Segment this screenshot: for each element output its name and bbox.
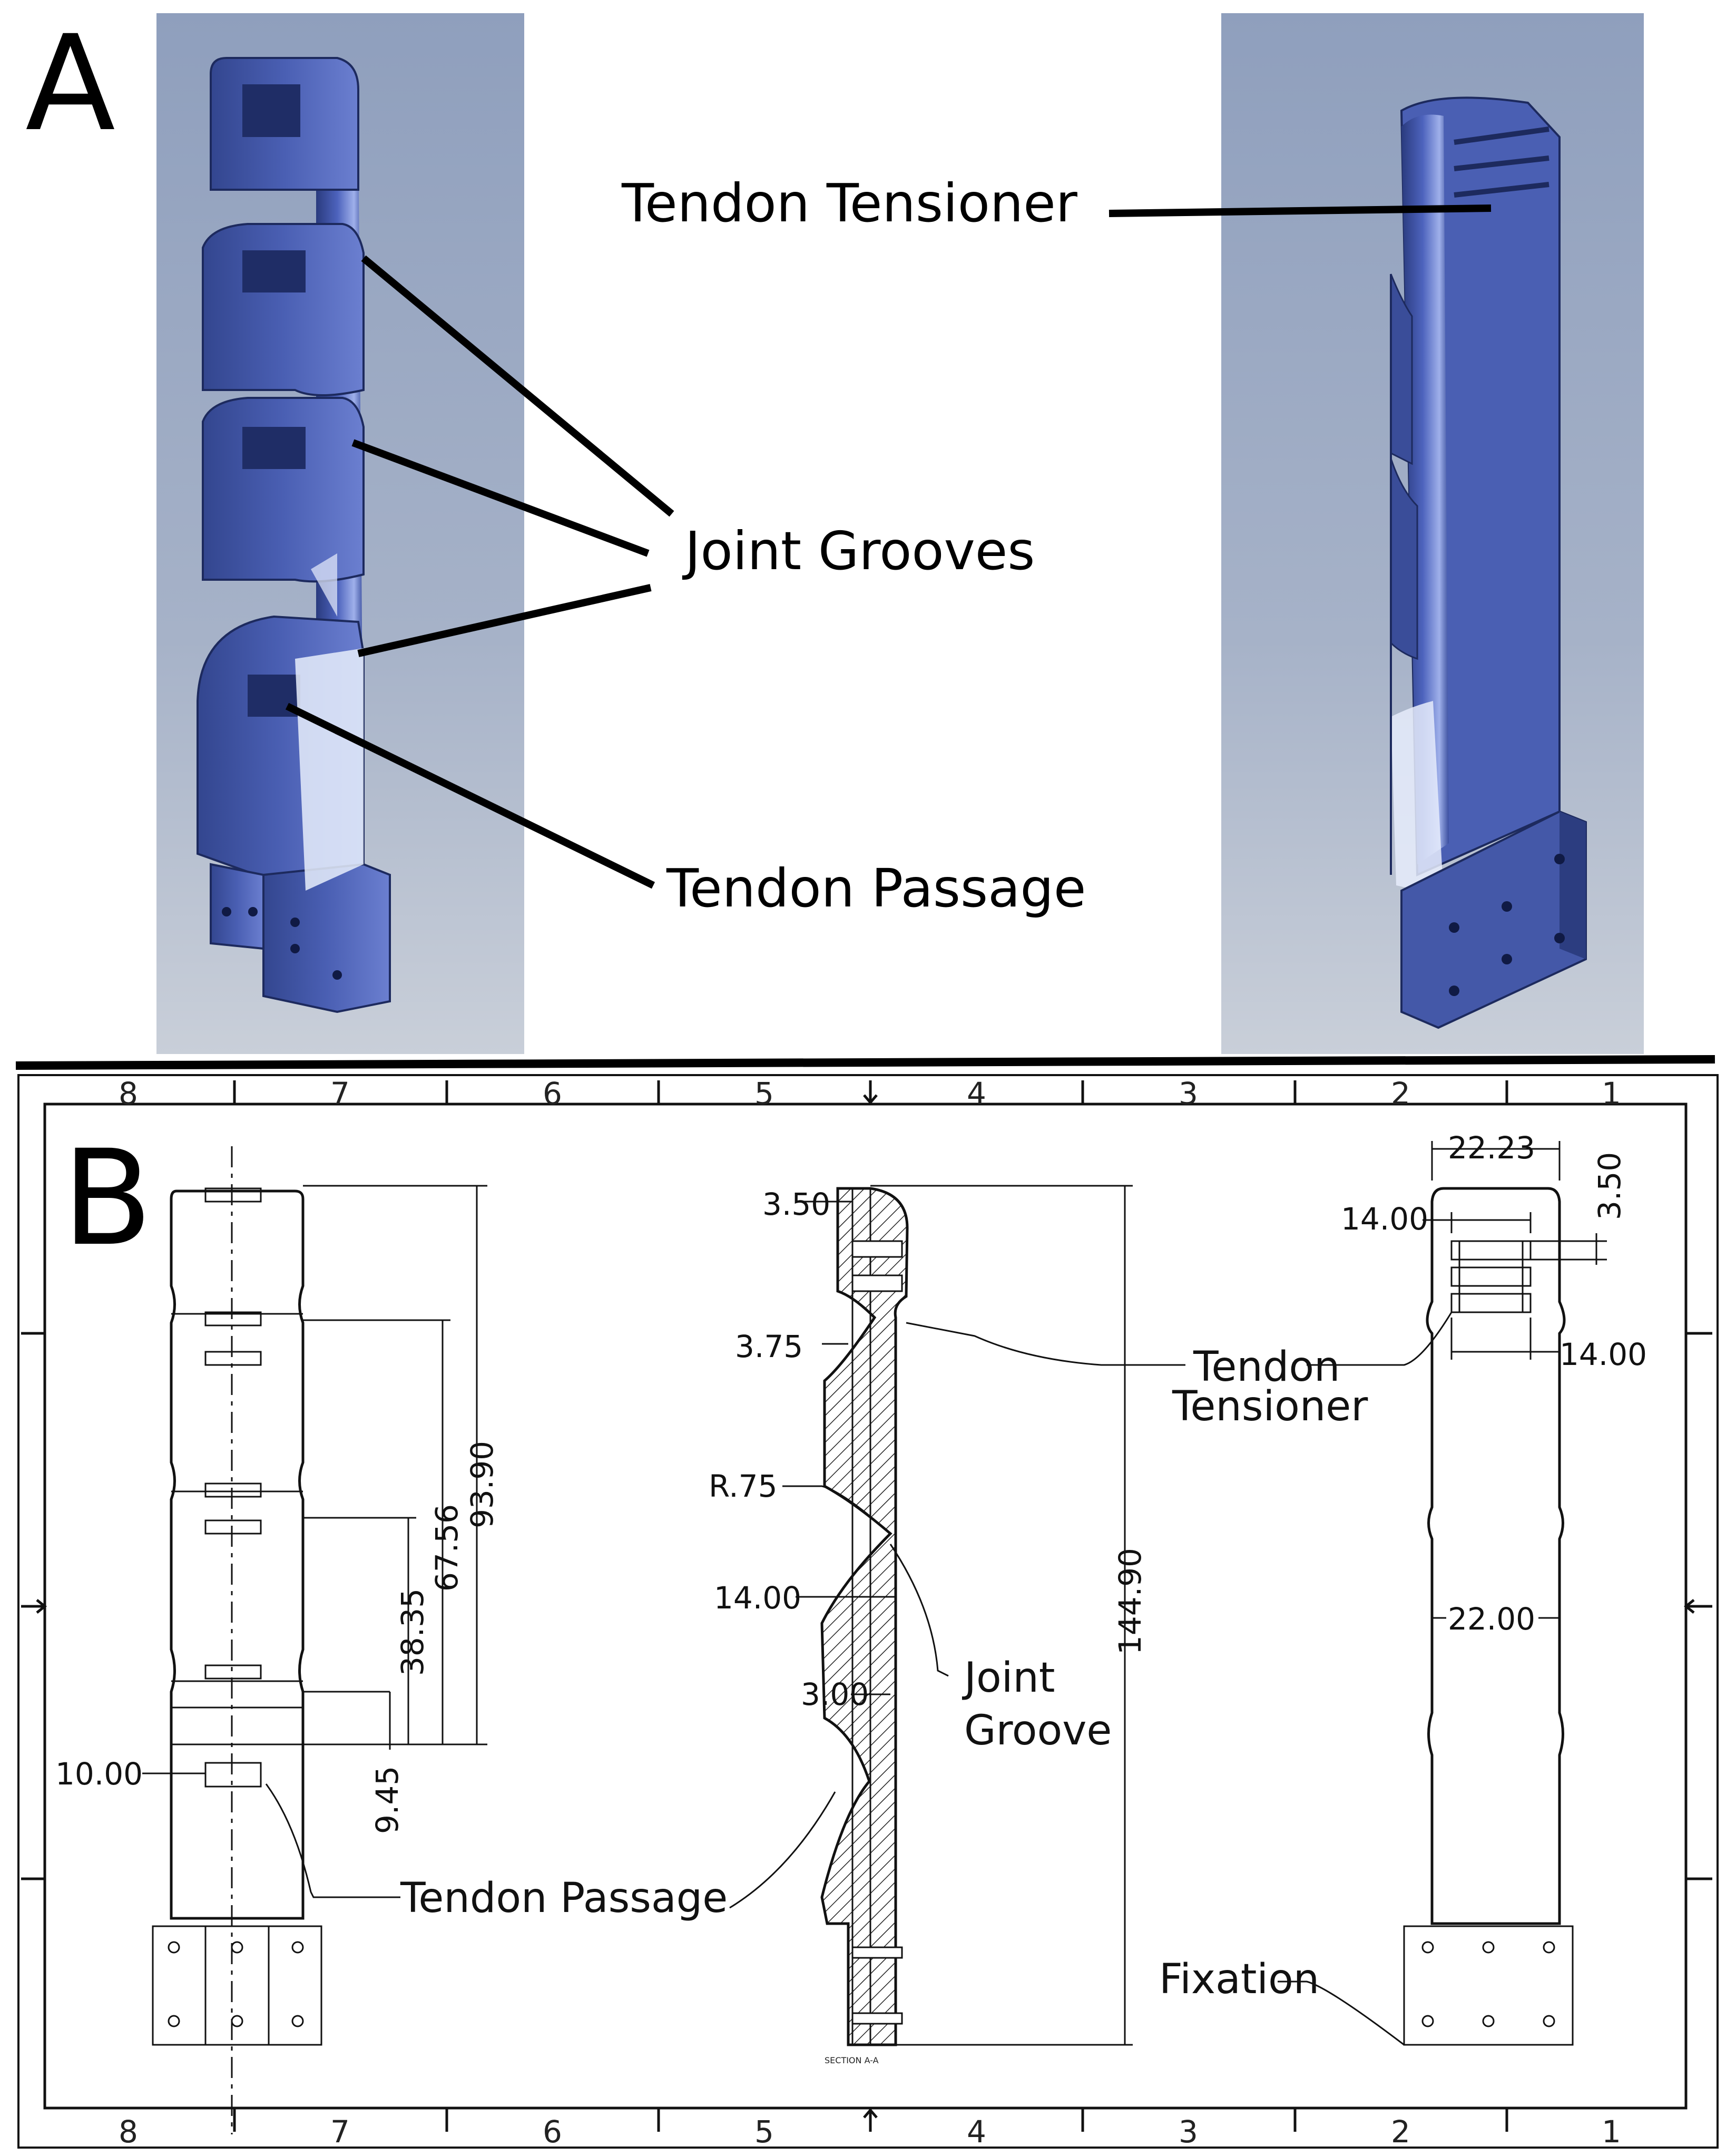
zone-number: 7 <box>330 2114 350 2150</box>
tendon-tensioner-drawing-callout-line2: Tensioner <box>1172 1383 1368 1430</box>
zone-number: 4 <box>967 1076 986 1111</box>
dim-total-length: 144.90 <box>1112 1548 1148 1655</box>
panel-divider <box>15 1055 1715 1070</box>
joint-groove-callout-line1: Joint <box>962 1654 1055 1702</box>
right-view-labels: 22.23 3.50 14.00 14.00 22.00 Tendon Tens… <box>1159 1130 1647 2003</box>
dim-top-wall: 3.50 <box>762 1186 830 1222</box>
zone-number: 7 <box>330 1076 350 1111</box>
zone-number: 8 <box>119 1076 138 1111</box>
fixation-callout: Fixation <box>1159 1956 1319 2003</box>
dim-groove-radius: R.75 <box>709 1468 777 1504</box>
dim-segment-depth: 14.00 <box>714 1580 801 1616</box>
section-view-labels: 3.50 3.75 R.75 14.00 3.00 144.90 Joint G… <box>709 1186 1148 2065</box>
drawing-outer-frame <box>17 1074 1719 2149</box>
zone-number: 8 <box>119 2114 138 2150</box>
zone-number: 2 <box>1391 2114 1410 2150</box>
zone-numbers-bottom: 8 7 6 5 4 3 2 1 <box>119 2114 1621 2150</box>
left-view: 93.90 67.56 38.35 9.45 10.00 Tendon Pass… <box>55 1146 728 2134</box>
zone-numbers-top: 8 7 6 5 4 3 2 1 <box>119 1076 1621 1111</box>
panel-a: A <box>15 7 1715 1070</box>
dim-head-width: 22.23 <box>1448 1130 1535 1166</box>
render-back-view <box>1221 13 1644 1054</box>
panel-b-label: B <box>62 1121 153 1275</box>
zone-number: 5 <box>754 1076 774 1111</box>
zone-number: 6 <box>543 1076 562 1111</box>
zone-number: 1 <box>1602 1076 1621 1111</box>
dim-slot-width-bottom: 14.00 <box>1560 1336 1647 1372</box>
dim-groove-width: 9.45 <box>369 1766 405 1834</box>
joint-grooves-callout: Joint Grooves <box>682 520 1035 582</box>
dim-slot-width-top: 14.00 <box>1341 1201 1428 1237</box>
dim-passage-width: 10.00 <box>55 1756 143 1792</box>
joint-groove-callout-line2: Groove <box>964 1707 1112 1754</box>
tendon-tensioner-callout: Tendon Tensioner <box>621 172 1078 234</box>
zone-number: 3 <box>1179 2114 1198 2150</box>
zone-number: 1 <box>1602 2114 1621 2150</box>
section-caption: SECTION A-A <box>825 2055 879 2065</box>
dim-slot-spacing: 3.50 <box>1592 1152 1627 1220</box>
zone-number: 6 <box>543 2114 562 2150</box>
tendon-passage-callout: Tendon Passage <box>666 857 1086 919</box>
tendon-passage-drawing-callout: Tendon Passage <box>400 1875 728 1922</box>
right-view: 22.23 3.50 14.00 14.00 22.00 Tendon Tens… <box>1159 1130 1647 2046</box>
dim-third-joint-length: 38.35 <box>395 1588 430 1676</box>
dim-second-joint-length: 67.56 <box>429 1504 465 1592</box>
panel-a-label: A <box>25 7 115 160</box>
dim-groove-depth: 3.75 <box>735 1329 803 1364</box>
zone-number: 4 <box>967 2114 986 2150</box>
section-view: 3.50 3.75 R.75 14.00 3.00 144.90 Joint G… <box>709 1185 1185 2065</box>
zone-number: 2 <box>1391 1076 1410 1111</box>
zone-number: 5 <box>754 2114 774 2150</box>
zone-ticks <box>21 1080 1712 2132</box>
render-front-view <box>156 13 524 1054</box>
tendon-tensioner-drawing-callout-line1: Tendon <box>1193 1343 1340 1391</box>
dim-overall-joint-length: 93.90 <box>464 1441 500 1528</box>
zone-number: 3 <box>1179 1076 1198 1111</box>
dim-wall-thickness: 3.00 <box>801 1676 869 1712</box>
left-view-dimension-labels: 93.90 67.56 38.35 9.45 10.00 Tendon Pass… <box>55 1441 728 1922</box>
dim-body-width: 22.00 <box>1448 1601 1535 1637</box>
panel-b: 8 7 6 5 4 3 2 1 8 7 6 5 4 3 2 1 B <box>17 1074 1719 2150</box>
panel-a-leaders <box>285 204 1492 889</box>
